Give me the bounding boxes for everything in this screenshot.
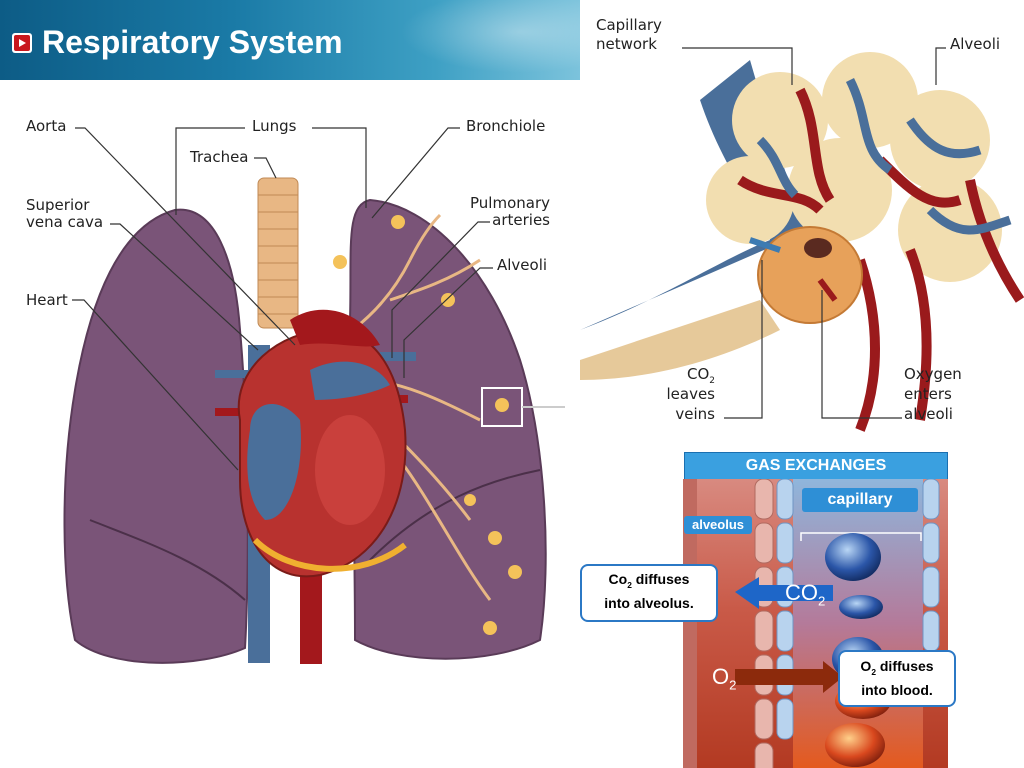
label-arteries: arteries [492, 211, 550, 229]
label-leaves: leaves [666, 385, 715, 403]
label-enters: enters [904, 385, 952, 403]
title-watermark [380, 0, 580, 80]
capillary-network-illustration [580, 47, 1024, 432]
capillary-leader-lines [682, 47, 946, 419]
red-blood-cell [825, 723, 885, 767]
red-blood-cell [839, 595, 883, 619]
label-aorta: Aorta [26, 117, 67, 135]
left-lung [63, 208, 249, 664]
label-co2-leaves: CO2 [686, 365, 715, 387]
label-bronchiole: Bronchiole [466, 117, 546, 135]
label-veins: veins [675, 405, 715, 423]
label-lungs: Lungs [252, 117, 297, 135]
red-blood-cell [825, 533, 881, 581]
trachea [257, 177, 299, 329]
gas-exchange-illustration [683, 479, 948, 768]
alveoli-clusters [333, 215, 522, 635]
gas-exchange-header: GAS EXCHANGES [684, 452, 948, 480]
capillary-tag: capillary [802, 488, 918, 512]
capillary-blue [756, 77, 1012, 235]
label-alveoli-enter: alveoli [904, 405, 953, 423]
label-capillary: Capillary [596, 16, 662, 34]
o2-label: O2 [712, 664, 737, 693]
label-trachea: Trachea [190, 148, 249, 166]
alveolus-tag: alveolus [684, 516, 752, 534]
label-vena-cava: vena cava [26, 213, 104, 231]
co2-label: CO2 [785, 580, 826, 609]
label-pulmonary: Pulmonary [470, 194, 550, 212]
o2-diffuses-callout: O2 diffuses into blood. [838, 650, 956, 707]
o2-arrow [735, 661, 843, 693]
label-oxygen: Oxygen [904, 365, 962, 383]
label-heart: Heart [26, 291, 68, 309]
slide-title: Respiratory System [42, 24, 343, 60]
gas-exchange-panel [683, 479, 948, 768]
co2-diffuses-callout: Co2 diffuses into alveolus. [580, 564, 718, 622]
label-alveoli-right: Alveoli [950, 35, 1001, 53]
label-superior: Superior [26, 196, 90, 214]
play-icon[interactable] [12, 33, 32, 53]
lung-heart-illustration [63, 127, 565, 664]
leader-lines [72, 127, 493, 471]
title-bar: Respiratory System [0, 0, 580, 80]
label-alveoli-left: Alveoli [497, 256, 548, 274]
co2-arrow [735, 577, 833, 609]
label-network: network [596, 35, 657, 53]
descending-aorta [300, 560, 322, 664]
